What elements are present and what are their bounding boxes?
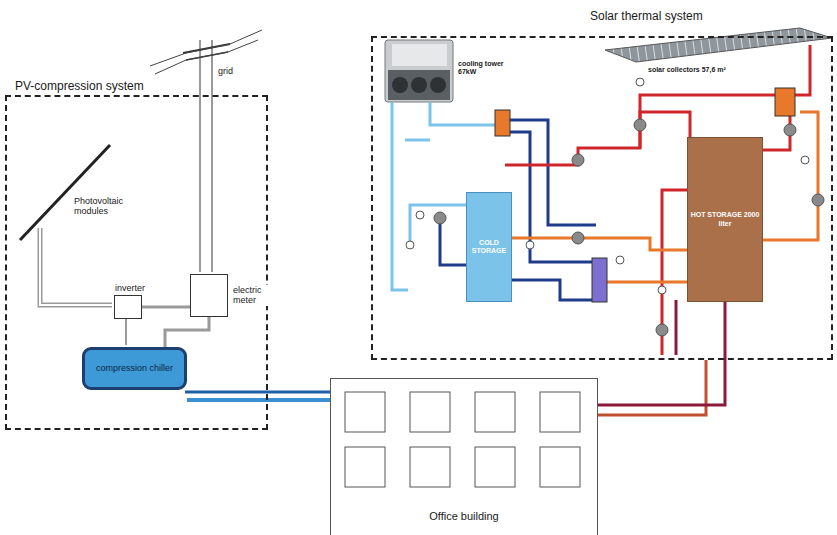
grid-pole [155, 40, 258, 74]
storage-tank: HOT STORAGE 2000 liter [687, 137, 763, 302]
node-label: inverter [113, 283, 147, 293]
valve [526, 241, 534, 249]
pump [812, 194, 824, 206]
pipe-network [607, 281, 690, 284]
pump [434, 212, 446, 224]
pv-module [20, 145, 110, 240]
region-title: PV-compression system [13, 80, 146, 94]
component-label: cooling tower 67kW [458, 60, 516, 76]
valve [416, 211, 424, 219]
solar-collector [605, 28, 832, 62]
cooling-tower [411, 77, 427, 93]
node-label: HOT STORAGE 2000 liter [688, 211, 762, 227]
grid-pole [150, 30, 262, 272]
valve [616, 256, 624, 264]
pump [784, 124, 796, 136]
office-window [540, 447, 580, 487]
hot-water-pipe [598, 360, 706, 415]
valve [658, 286, 666, 294]
pump [434, 119, 824, 336]
grid-pole [199, 40, 201, 272]
valve [801, 156, 809, 164]
region-title: Solar thermal system [588, 10, 705, 24]
pipe-network [510, 132, 592, 262]
pipe-connector [142, 306, 190, 309]
pipe-network [405, 139, 430, 142]
cooling-tower [385, 40, 453, 102]
pv-wire [40, 228, 112, 305]
node-label: electric meter [231, 285, 273, 306]
pump [572, 232, 584, 244]
pipe-network [392, 45, 818, 355]
pipe-network [795, 45, 810, 95]
storage-tank: COLD STORAGE [466, 192, 512, 302]
pipe-network [430, 102, 495, 125]
pipe-network [592, 258, 607, 302]
pipe-network [392, 102, 408, 290]
office-window [540, 392, 580, 432]
pipe-connector [598, 302, 725, 405]
system-region: COLD STORAGEHOT STORAGE 2000 literSolar … [371, 36, 833, 360]
chilled-water-pipe [185, 392, 330, 393]
office-window [475, 392, 515, 432]
pv-module [20, 145, 110, 240]
office-building: Office building [330, 378, 598, 535]
pipe-network [510, 120, 596, 225]
office-window [410, 447, 450, 487]
office-window [475, 447, 515, 487]
cooling-tower [385, 40, 453, 102]
pipe-connector [187, 398, 330, 402]
office-window [345, 392, 580, 487]
grid-label: grid [218, 66, 233, 76]
pipe-network [775, 88, 795, 116]
cooling-tower [388, 70, 450, 100]
pv-wire [40, 228, 112, 305]
component-label: solar collectors 57,6 m² [648, 66, 726, 74]
grid-pole [150, 30, 262, 66]
pipe-network [495, 110, 510, 136]
pipe-network [755, 112, 818, 240]
pipe-network [640, 112, 690, 148]
pump [656, 324, 668, 336]
valve [406, 241, 414, 249]
solar-collector [605, 28, 832, 62]
pipe-network [505, 280, 592, 300]
pipe-network [505, 238, 690, 250]
chiller-box: compression chiller [82, 347, 187, 390]
pipe-network [675, 300, 678, 355]
grid-pole [211, 40, 213, 272]
node-label: compression chiller [96, 363, 173, 373]
pipe-connector [165, 317, 209, 347]
inverter-box: inverter [114, 295, 142, 319]
pv-wire [125, 318, 127, 345]
pump [634, 119, 646, 131]
component-label: Photovoltaic modules [74, 196, 136, 217]
system-region: inverter electric meter compression chille… [5, 95, 268, 430]
cooling-tower [430, 77, 446, 93]
node-label: COLD STORAGE [467, 239, 511, 255]
office-window [410, 392, 450, 432]
meter-box: electric meter [190, 274, 228, 317]
pump [572, 154, 584, 166]
cooling-tower [392, 44, 447, 66]
chilled-water-pipe [185, 391, 330, 394]
hot-water-pipe [598, 360, 706, 415]
cooling-tower [392, 77, 408, 93]
valve [636, 78, 644, 86]
office-window [345, 392, 385, 432]
node-label: Office building [331, 510, 597, 523]
office-window [345, 447, 385, 487]
